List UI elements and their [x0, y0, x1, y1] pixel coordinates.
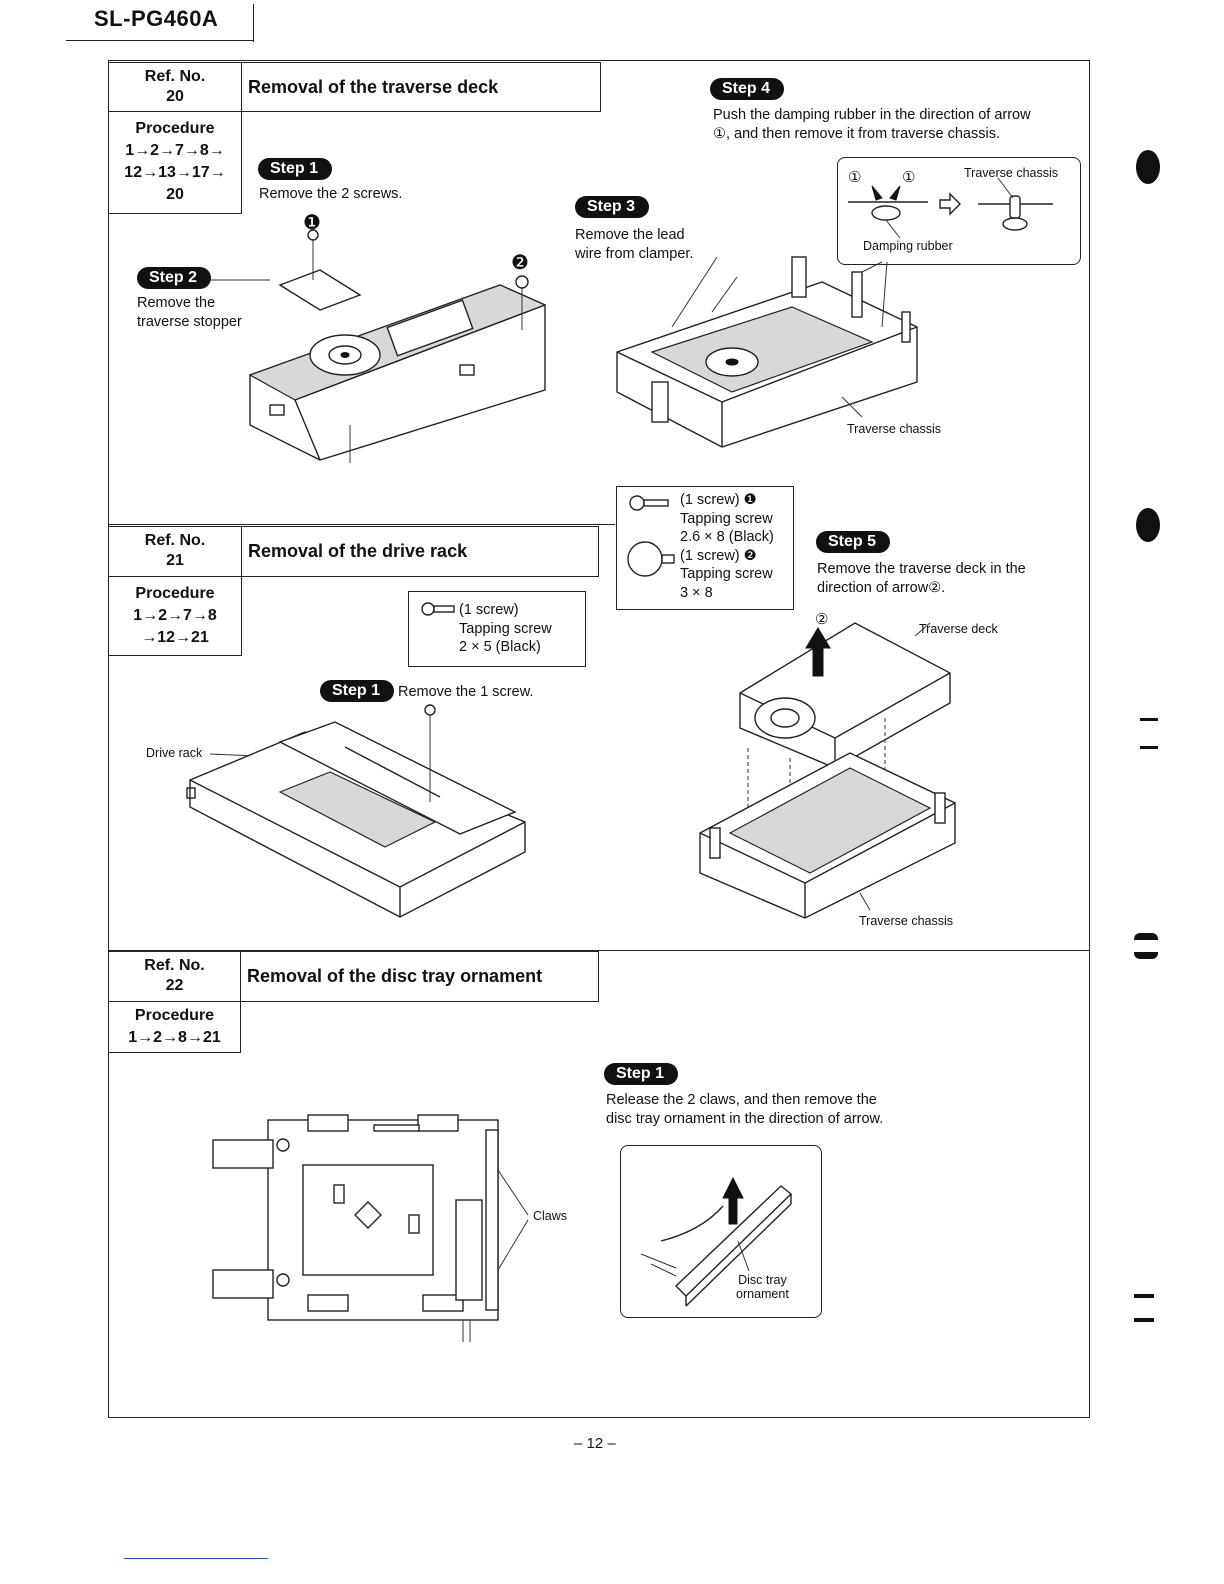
screw-info-box-20: (1 screw) ❶ Tapping screw 2.6 × 8 (Black…: [616, 486, 794, 610]
arrow-marker-1: ①: [848, 169, 862, 186]
section-divider-20-21-left: [108, 524, 615, 525]
ref-number: 21: [166, 552, 184, 569]
procedure-label: Procedure: [135, 585, 215, 602]
procedure-label: Procedure: [135, 120, 215, 137]
deck-exploded-illustration: [699, 622, 956, 919]
section-title-text: Removal of the traverse deck: [248, 76, 499, 97]
ref-box-21: Ref. No. 21: [108, 526, 242, 577]
step-text: Remove the traverse stopper: [137, 295, 242, 330]
section-title-21: Removal of the drive rack: [241, 526, 599, 577]
screw-icon: [627, 495, 675, 577]
registration-mark: [1136, 150, 1160, 184]
section-divider-21-22: [108, 950, 1090, 951]
step-text: Push the damping rubber in the direction…: [713, 107, 1031, 142]
arrow-marker-2: ②: [815, 611, 829, 628]
procedure-line: →12→21: [141, 629, 209, 646]
procedure-box-21: Procedure 1→2→7→8 →12→21: [108, 576, 242, 656]
step-badge: Step 3: [575, 196, 650, 218]
traverse-chassis-label: Traverse chassis: [859, 914, 954, 928]
section-title-20: Removal of the traverse deck: [241, 62, 601, 112]
step-text: Remove the 2 screws.: [259, 186, 403, 202]
screw-spec: (1 screw) ❶: [680, 492, 757, 508]
step-text: Remove the 1 screw.: [398, 684, 534, 700]
footer-line: [124, 1558, 268, 1559]
page-frame: [108, 60, 1090, 1418]
procedure-label: Procedure: [134, 1007, 215, 1024]
traverse-chassis-label: Traverse chassis: [847, 422, 942, 436]
step-badge: Step 1: [320, 680, 395, 702]
page-number: – 12 –: [574, 1435, 616, 1452]
ornament-label: Disc tray ornament: [736, 1273, 789, 1301]
procedure-line: 1→2→7→8→: [125, 142, 225, 159]
screw-spec: (1 screw): [459, 602, 519, 618]
drive-rack-illustration: [186, 704, 526, 918]
ref-label: Ref. No.: [144, 68, 206, 85]
header-divider: [253, 4, 254, 42]
screw-marker-1: ❶: [303, 212, 321, 234]
header-underline: [66, 40, 254, 41]
screw-spec: 2 × 5 (Black): [459, 639, 541, 655]
ref-box-20: Ref. No. 20: [108, 62, 242, 112]
damping-rubber-label: Damping rubber: [863, 239, 953, 253]
ornament-inset: Disc tray ornament: [620, 1145, 822, 1318]
damping-rubber-inset: ① ① Traverse chassis Damping rubber: [837, 157, 1081, 265]
screw-icon: [421, 602, 455, 616]
step-badge: Step 1: [258, 158, 333, 180]
screw-info-box-21: (1 screw) Tapping screw 2 × 5 (Black): [408, 591, 586, 667]
screw-spec: (1 screw) ❷: [680, 547, 757, 564]
procedure-box-20: Procedure 1→2→7→8→ 12→13→17→ 20: [108, 111, 242, 214]
procedure-box-22: Procedure 1→2→8→21: [108, 1001, 241, 1053]
section-title-text: Removal of the disc tray ornament: [247, 966, 543, 986]
screw-spec: Tapping screw: [680, 510, 773, 527]
screw-spec: Tapping screw: [680, 566, 773, 582]
ref-box-22: Ref. No. 22: [108, 951, 241, 1002]
traverse-deck-illustration: [210, 229, 547, 463]
step-badge: Step 5: [816, 531, 891, 553]
section-title-text: Removal of the drive rack: [248, 541, 468, 561]
registration-mark: [1134, 952, 1158, 959]
step-text: Release the 2 claws, and then remove the…: [606, 1092, 884, 1127]
step-text: Remove the lead wire from clamper.: [575, 227, 694, 262]
procedure-line: 1→2→8→21: [128, 1029, 221, 1046]
procedure-line: 1→2→7→8: [133, 607, 217, 624]
arrow-marker-1: ①: [902, 169, 916, 186]
step-text: Remove the traverse deck in the directio…: [817, 561, 1026, 596]
ref-number: 20: [166, 88, 184, 105]
step-badge: Step 4: [710, 78, 785, 100]
traverse-deck-label: Traverse deck: [919, 622, 998, 636]
screw-spec: Tapping screw: [459, 620, 552, 637]
disc-tray-illustration: [212, 1114, 529, 1342]
ref-label: Ref. No.: [144, 957, 205, 974]
procedure-line: 20: [166, 186, 184, 203]
section-title-22: Removal of the disc tray ornament: [240, 951, 599, 1002]
registration-mark: [1134, 1318, 1154, 1322]
step-badge: Step 2: [137, 267, 212, 289]
registration-mark: [1136, 508, 1160, 542]
model-number: SL-PG460A: [94, 6, 219, 31]
claws-label: Claws: [533, 1209, 568, 1223]
screw-spec: 3 × 8: [680, 584, 713, 601]
traverse-chassis-label: Traverse chassis: [964, 166, 1059, 180]
registration-mark: [1140, 718, 1158, 721]
registration-mark: [1134, 1294, 1154, 1298]
registration-mark: [1140, 746, 1158, 749]
ref-label: Ref. No.: [144, 532, 206, 549]
traverse-chassis-illustration: [616, 256, 918, 448]
step-badge: Step 1: [604, 1063, 679, 1085]
ref-number: 22: [165, 977, 184, 994]
registration-mark: [1134, 933, 1158, 940]
drive-rack-label: Drive rack: [146, 746, 203, 760]
screw-spec: 2.6 × 8 (Black): [680, 529, 774, 545]
screw-marker-2: ❷: [511, 252, 529, 274]
procedure-line: 12→13→17→: [124, 164, 226, 181]
